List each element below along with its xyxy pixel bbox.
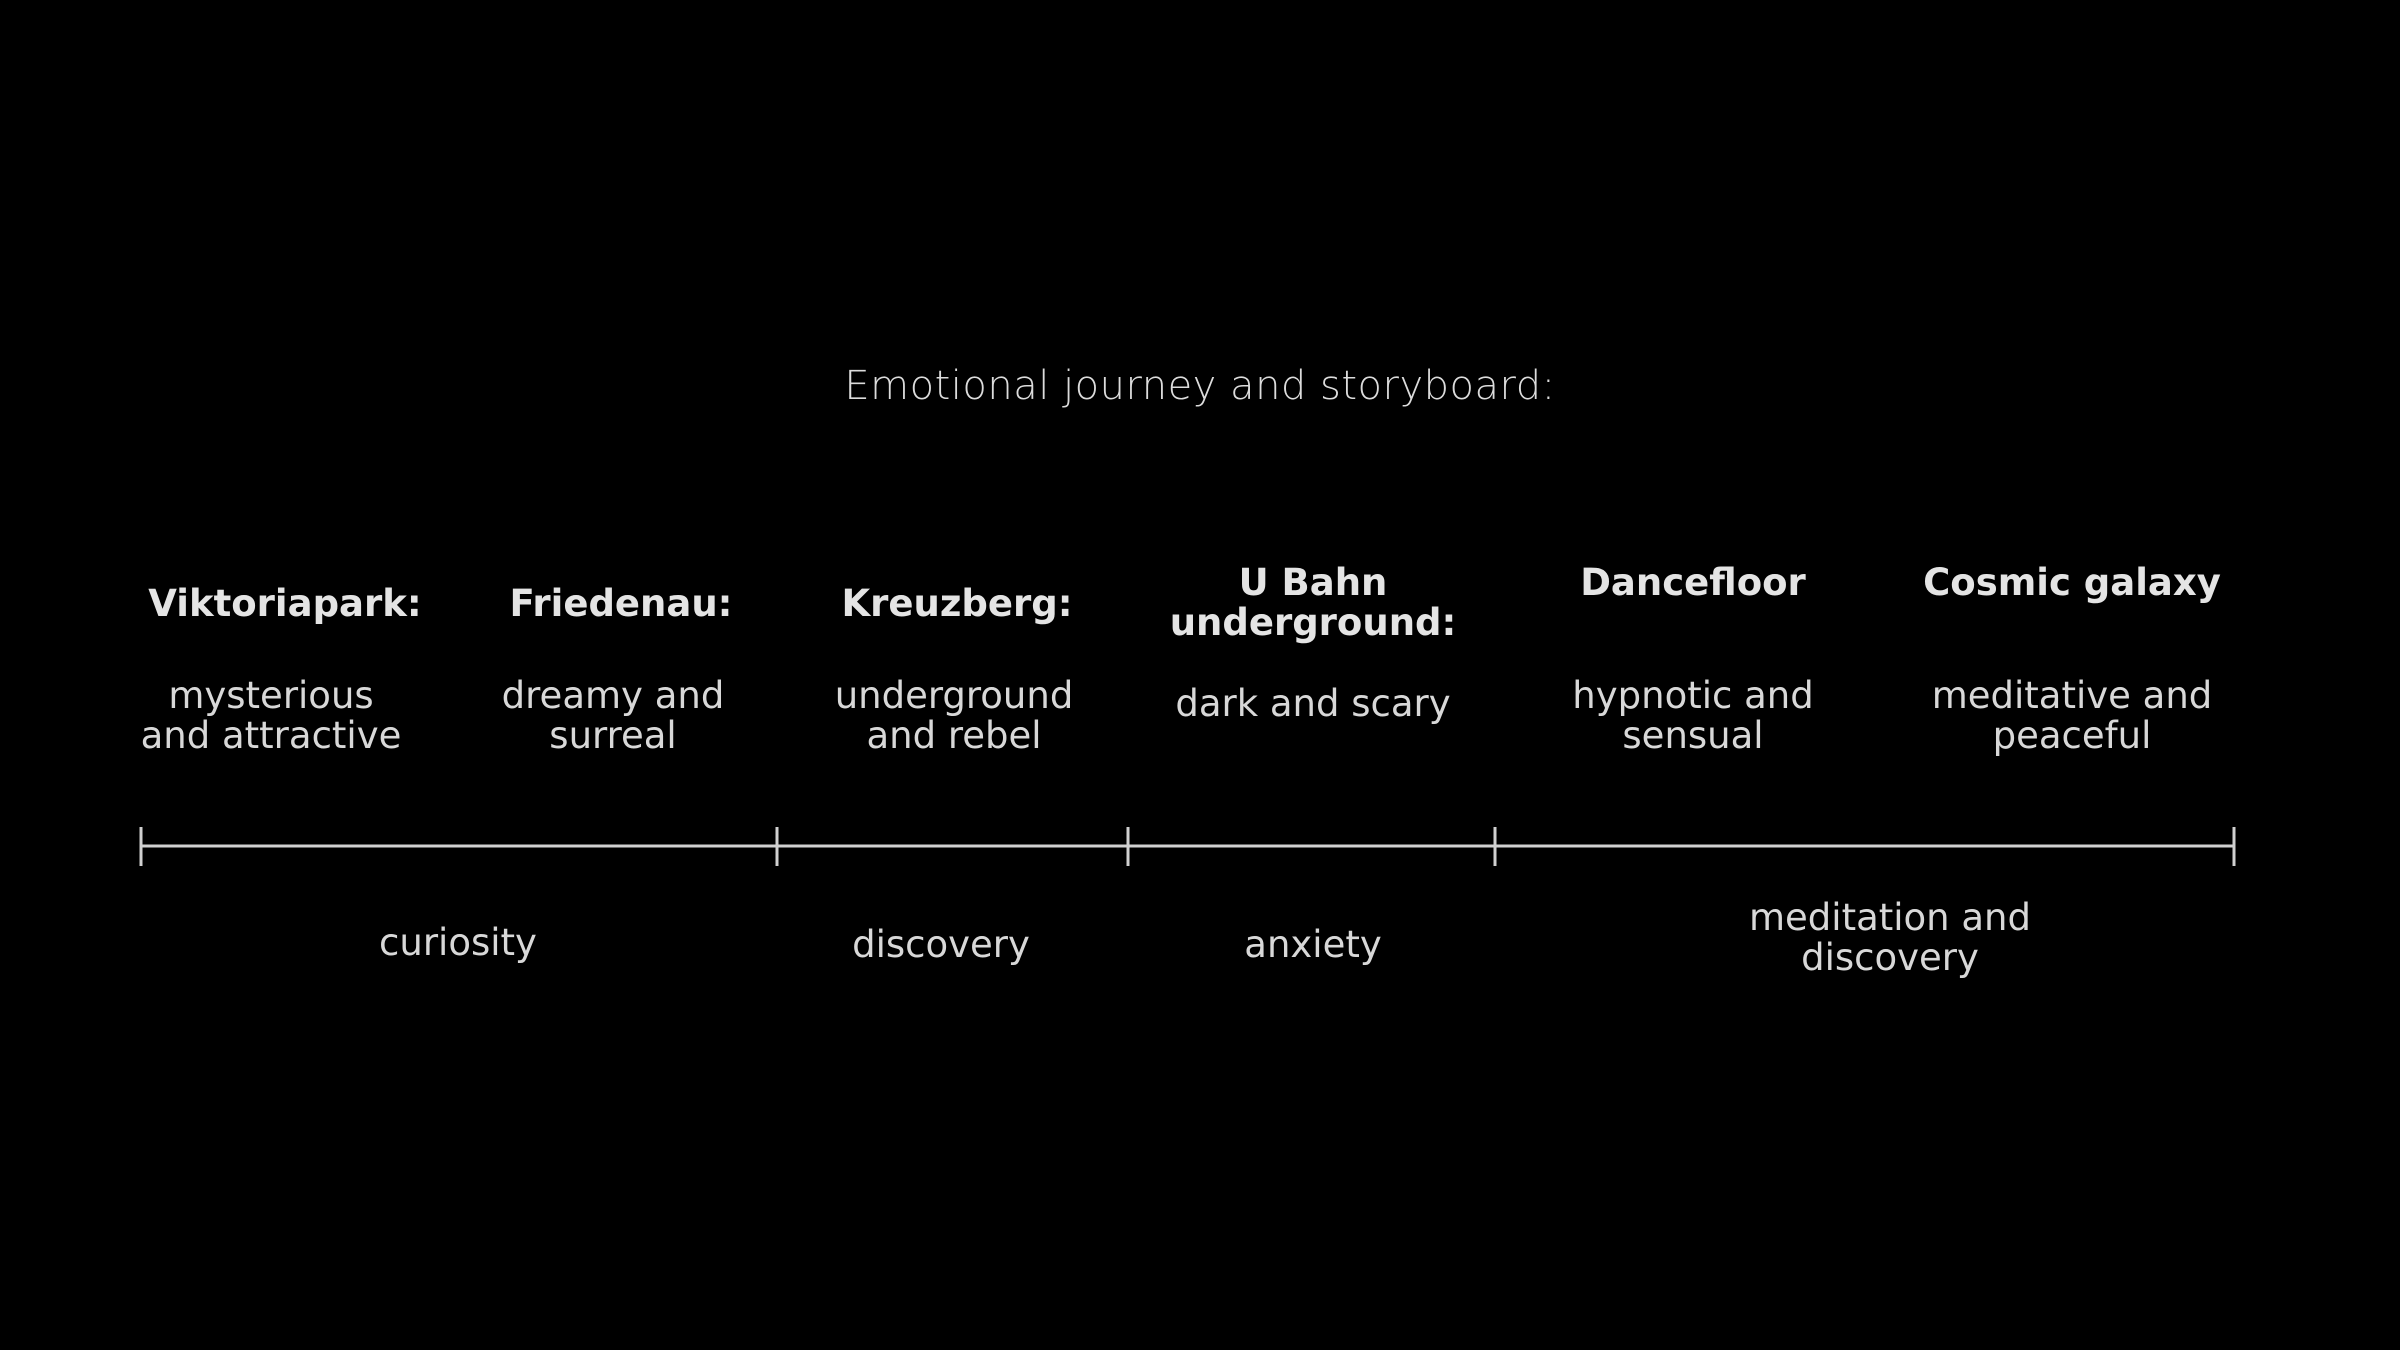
emotion-curiosity: curiosity [248,923,668,963]
station-mood-line: mysterious [168,674,374,717]
station-mood-line: hypnotic and [1572,674,1814,717]
slide-title: Emotional journey and storyboard: [844,363,1556,409]
emotion-label: curiosity [379,921,537,964]
station-place: Kreuzberg: [841,582,1073,625]
station-place: U Bahn [1238,561,1388,604]
station-cosmic-galaxy-mood: meditative and peaceful [1907,676,2237,756]
station-kreuzberg: Kreuzberg: [792,584,1122,624]
station-mood-line: peaceful [1992,714,2152,757]
station-dancefloor: Dancefloor [1528,563,1858,603]
station-u-bahn-mood: dark and scary [1148,684,1478,724]
station-mood-line: surreal [549,714,677,757]
station-mood-line: underground [834,674,1074,717]
station-viktoriapark-mood: mysterious and attractive [106,676,436,756]
station-mood-line: dark and scary [1175,682,1451,725]
station-friedenau: Friedenau: [456,584,786,624]
station-place: underground: [1169,601,1457,644]
station-viktoriapark: Viktoriapark: [120,584,450,624]
station-place: Cosmic galaxy [1923,561,2221,604]
station-mood-line: and attractive [140,714,402,757]
station-dancefloor-mood: hypnotic and sensual [1528,676,1858,756]
station-u-bahn: U Bahn underground: [1148,563,1478,643]
station-cosmic-galaxy: Cosmic galaxy [1907,563,2237,603]
station-mood-line: and rebel [866,714,1042,757]
emotion-label: discovery [1801,936,1979,979]
station-place: Dancefloor [1580,561,1806,604]
emotion-meditation-and-discovery: meditation and discovery [1680,898,2100,978]
station-mood-line: sensual [1622,714,1764,757]
emotion-label: meditation and [1749,896,2031,939]
station-kreuzberg-mood: underground and rebel [789,676,1119,756]
station-place: Viktoriapark: [148,582,422,625]
station-mood-line: dreamy and [501,674,725,717]
emotion-label: discovery [852,923,1030,966]
emotion-discovery: discovery [731,925,1151,965]
station-mood-line: meditative and [1931,674,2213,717]
station-friedenau-mood: dreamy and surreal [448,676,778,756]
emotion-label: anxiety [1244,923,1382,966]
station-place: Friedenau: [509,582,733,625]
emotion-anxiety: anxiety [1103,925,1523,965]
